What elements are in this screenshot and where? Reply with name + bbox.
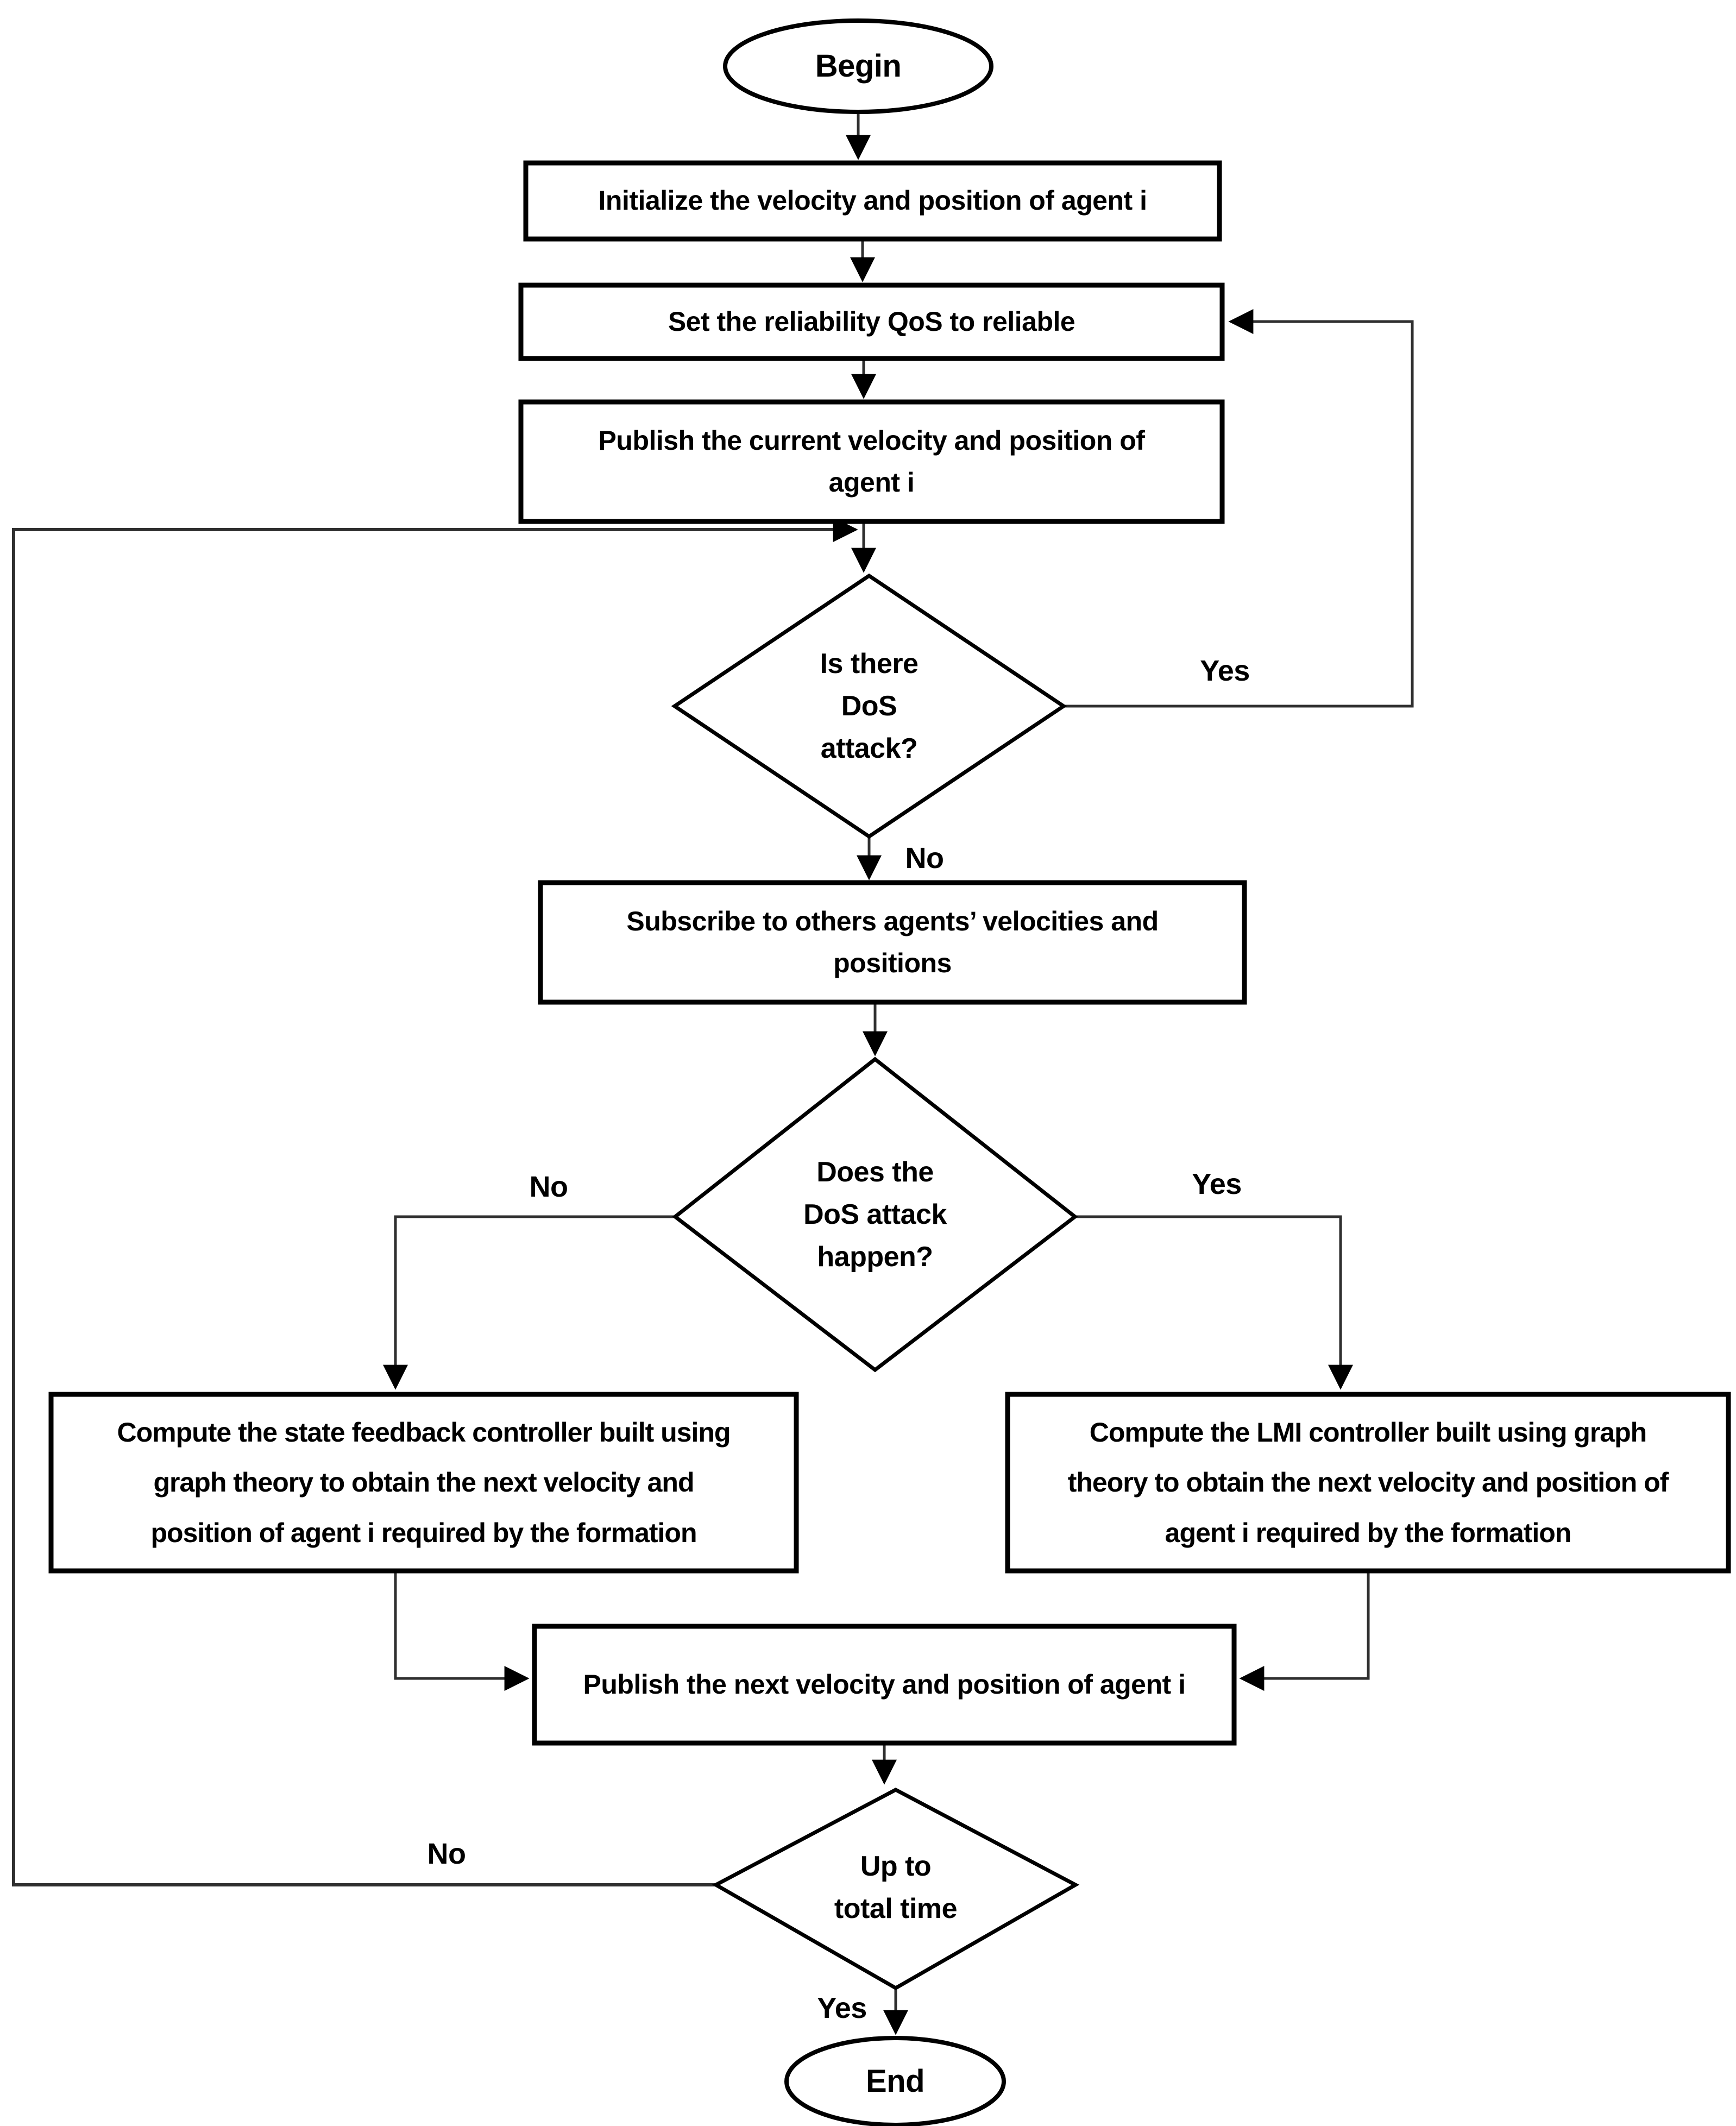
end-terminator-shape <box>784 2036 1006 2126</box>
lmi-process-shape <box>1005 1392 1731 1574</box>
set-qos-process-shape <box>518 282 1225 361</box>
subscribe-label: Subscribe to others agents’ velocities a… <box>626 905 1159 979</box>
time-no-label: No <box>427 1838 466 1870</box>
publish-next-label: Publish the next velocity and position o… <box>583 1669 1186 1700</box>
edge-lmi-publishnext <box>1239 1571 1370 1691</box>
dos-happened-decision-shape <box>672 1056 1078 1373</box>
end-label: End <box>865 2064 925 2099</box>
set-qos-label: Set the reliability QoS to reliable <box>668 306 1075 337</box>
dos-attack-yes-label: Yes <box>1200 655 1250 687</box>
edge-doshappened-yes-lmi <box>1075 1215 1353 1390</box>
time-check-decision-shape <box>712 1788 1080 1991</box>
time-yes-label: Yes <box>817 1992 867 2024</box>
state-feedback-label: Compute the state feedback controller bu… <box>117 1417 731 1548</box>
begin-label: Begin <box>815 48 902 84</box>
publish-current-process-shape <box>518 399 1225 524</box>
publish-next-process-shape <box>532 1624 1237 1746</box>
dos-happened-no-label: No <box>529 1171 568 1203</box>
subscribe-process-shape <box>538 880 1247 1005</box>
time-check-label: Up to total time <box>834 1851 958 1924</box>
edge-timecheck-no-feedback <box>12 517 858 1886</box>
edge-dosattack-yes-setqos <box>1064 309 1414 708</box>
dos-attack-label: Is there DoS attack? <box>820 648 919 764</box>
initialize-process-shape <box>523 160 1222 242</box>
initialize-label: Initialize the velocity and position of … <box>598 185 1147 216</box>
dos-attack-decision-shape <box>671 573 1067 839</box>
edge-statefeedback-publishnext <box>394 1571 530 1691</box>
edge-doshappened-no-statefeedback <box>383 1215 675 1390</box>
dos-attack-no-label: No <box>905 842 944 875</box>
state-feedback-process-shape <box>48 1392 799 1574</box>
dos-happened-label: Does the DoS attack happen? <box>803 1156 947 1273</box>
dos-happened-yes-label: Yes <box>1192 1168 1242 1200</box>
lmi-label: Compute the LMI controller built using g… <box>1067 1417 1669 1548</box>
publish-current-label: Publish the current velocity and positio… <box>598 425 1145 498</box>
begin-terminator-shape <box>723 18 993 114</box>
